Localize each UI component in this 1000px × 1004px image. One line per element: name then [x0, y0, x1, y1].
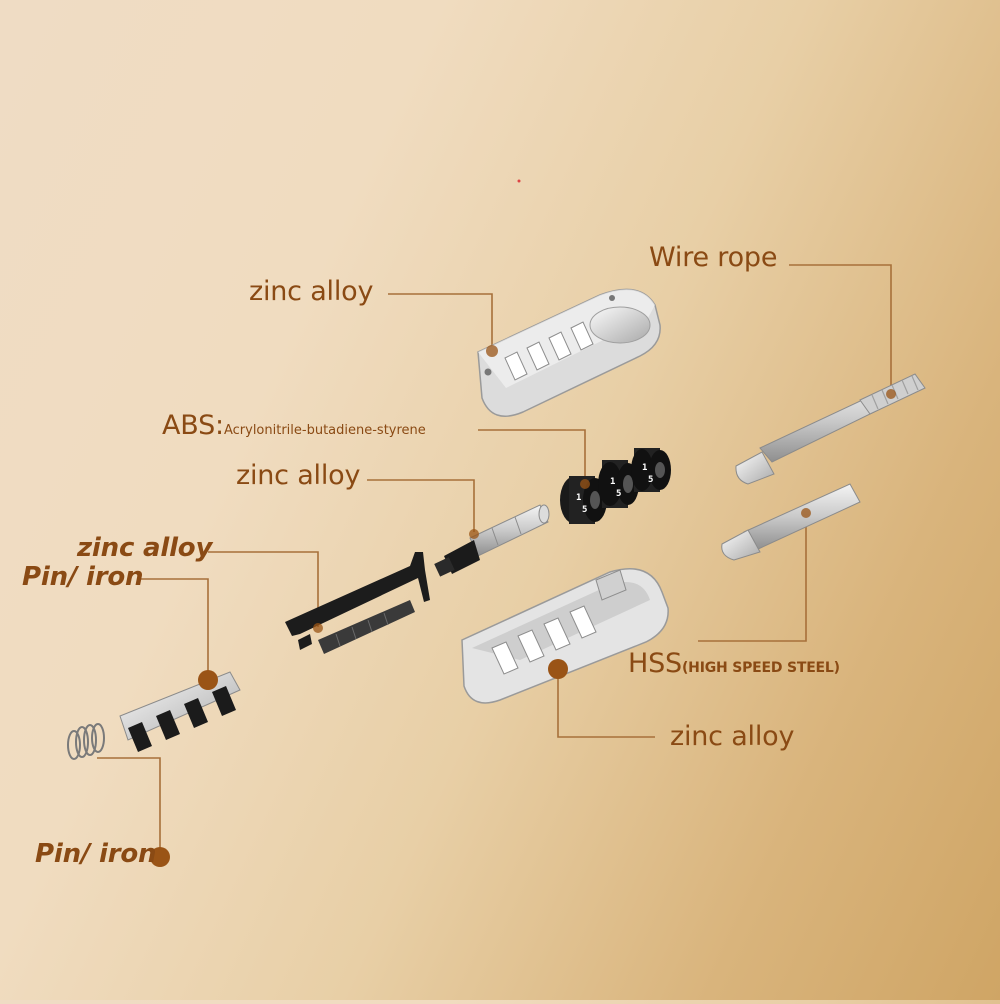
- leader-zinc-mid: [367, 479, 475, 532]
- leader-lines: [97, 264, 892, 855]
- bottom-housing: [461, 568, 669, 704]
- label-zinc-italic: zinc alloy: [77, 533, 213, 563]
- label-hss-full: (HIGH SPEED STEEL): [681, 660, 840, 676]
- label-hss-prefix: HSS: [628, 648, 682, 679]
- lever: [285, 552, 430, 654]
- svg-text:5: 5: [582, 505, 587, 515]
- leader-pin-iron-2: [97, 757, 161, 855]
- svg-text:5: 5: [648, 475, 653, 485]
- hss-pin: [721, 483, 861, 561]
- pin-plate: [119, 671, 241, 752]
- svg-text:5: 5: [616, 489, 621, 499]
- dot-zinc-italic: [313, 623, 323, 633]
- svg-text:1: 1: [642, 463, 647, 473]
- svg-text:1: 1: [610, 477, 615, 487]
- leader-zinc-bottom: [557, 670, 655, 738]
- leader-wire-rope: [789, 264, 892, 392]
- svg-text:1: 1: [576, 493, 581, 503]
- label-pin-iron-1: Pin/ iron: [22, 562, 144, 592]
- dot-zinc-top: [486, 345, 498, 357]
- dot-abs: [580, 479, 590, 489]
- top-housing: [477, 288, 661, 417]
- label-abs-full: Acrylonitrile-butadiene-styrene: [223, 423, 426, 438]
- label-pin-iron-2: Pin/ iron: [35, 839, 157, 869]
- label-hss: HSS(HIGH SPEED STEEL): [628, 648, 840, 679]
- spring: [67, 723, 105, 760]
- dot-pin-iron-2: [150, 847, 170, 867]
- leader-pin-iron-1: [140, 578, 209, 679]
- leader-hss: [698, 514, 807, 642]
- label-abs-prefix: ABS:: [162, 410, 224, 441]
- leader-zinc-italic: [208, 551, 319, 627]
- leader-abs: [478, 429, 586, 482]
- label-zinc-top: zinc alloy: [249, 276, 374, 307]
- leader-zinc-top: [388, 293, 493, 349]
- callout-dots: [150, 345, 896, 867]
- dot-wire-rope: [886, 389, 896, 399]
- label-zinc-bottom: zinc alloy: [670, 721, 795, 752]
- dot-pin-iron-1: [198, 670, 218, 690]
- label-zinc-mid: zinc alloy: [236, 460, 361, 491]
- label-abs: ABS:Acrylonitrile-butadiene-styrene: [162, 410, 426, 441]
- number-dials: 1 1 1 5 5 5: [560, 448, 671, 524]
- wire-rope-pin: [735, 373, 926, 485]
- dot-zinc-bottom: [548, 659, 568, 679]
- label-wire-rope: Wire rope: [649, 242, 778, 273]
- dot-hss: [801, 508, 811, 518]
- dot-zinc-mid: [469, 529, 479, 539]
- spindle: [434, 504, 550, 577]
